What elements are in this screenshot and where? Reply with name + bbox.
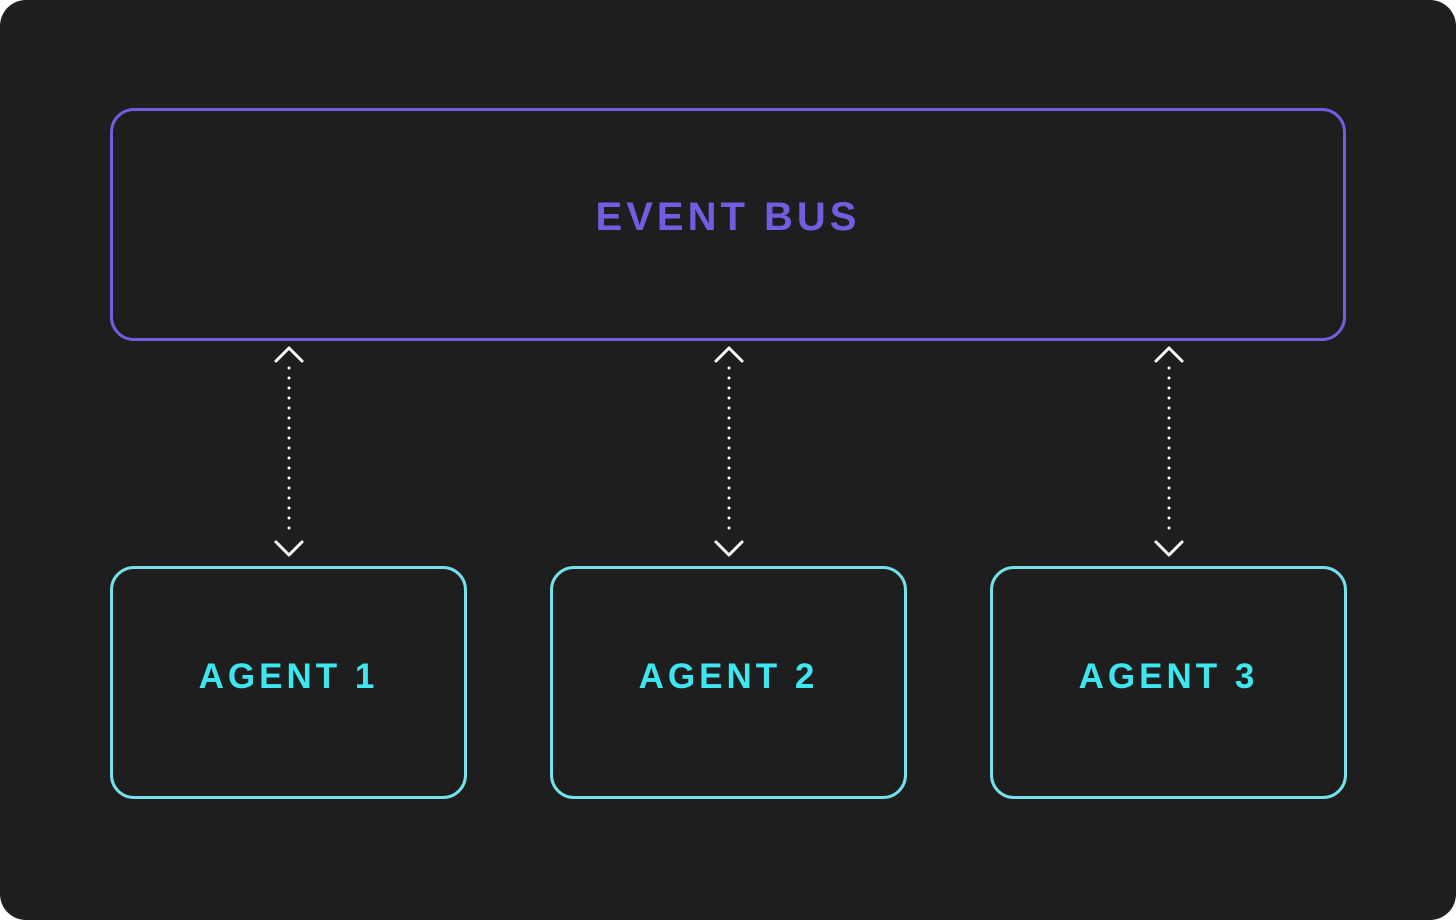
event-bus-label: EVENT BUS <box>595 195 861 239</box>
arrowhead-up-icon <box>274 346 304 363</box>
arrowhead-down-icon <box>274 540 304 557</box>
agent-2-label: AGENT 2 <box>638 656 819 696</box>
agent-2-box: AGENT 2 <box>550 566 907 799</box>
arrowhead-down-icon <box>714 540 744 557</box>
arrowhead-up-icon <box>1154 346 1184 363</box>
agent-1-label: AGENT 1 <box>198 656 379 696</box>
agent-1-box: AGENT 1 <box>110 566 467 799</box>
connector-agent-3 <box>1154 346 1184 557</box>
arrowhead-up-icon <box>714 346 744 363</box>
agent-3-label: AGENT 3 <box>1078 656 1259 696</box>
event-bus-box: EVENT BUS <box>110 108 1346 341</box>
agent-3-box: AGENT 3 <box>990 566 1347 799</box>
connector-agent-2 <box>714 346 744 557</box>
connector-agent-1 <box>274 346 304 557</box>
arrowhead-down-icon <box>1154 540 1184 557</box>
